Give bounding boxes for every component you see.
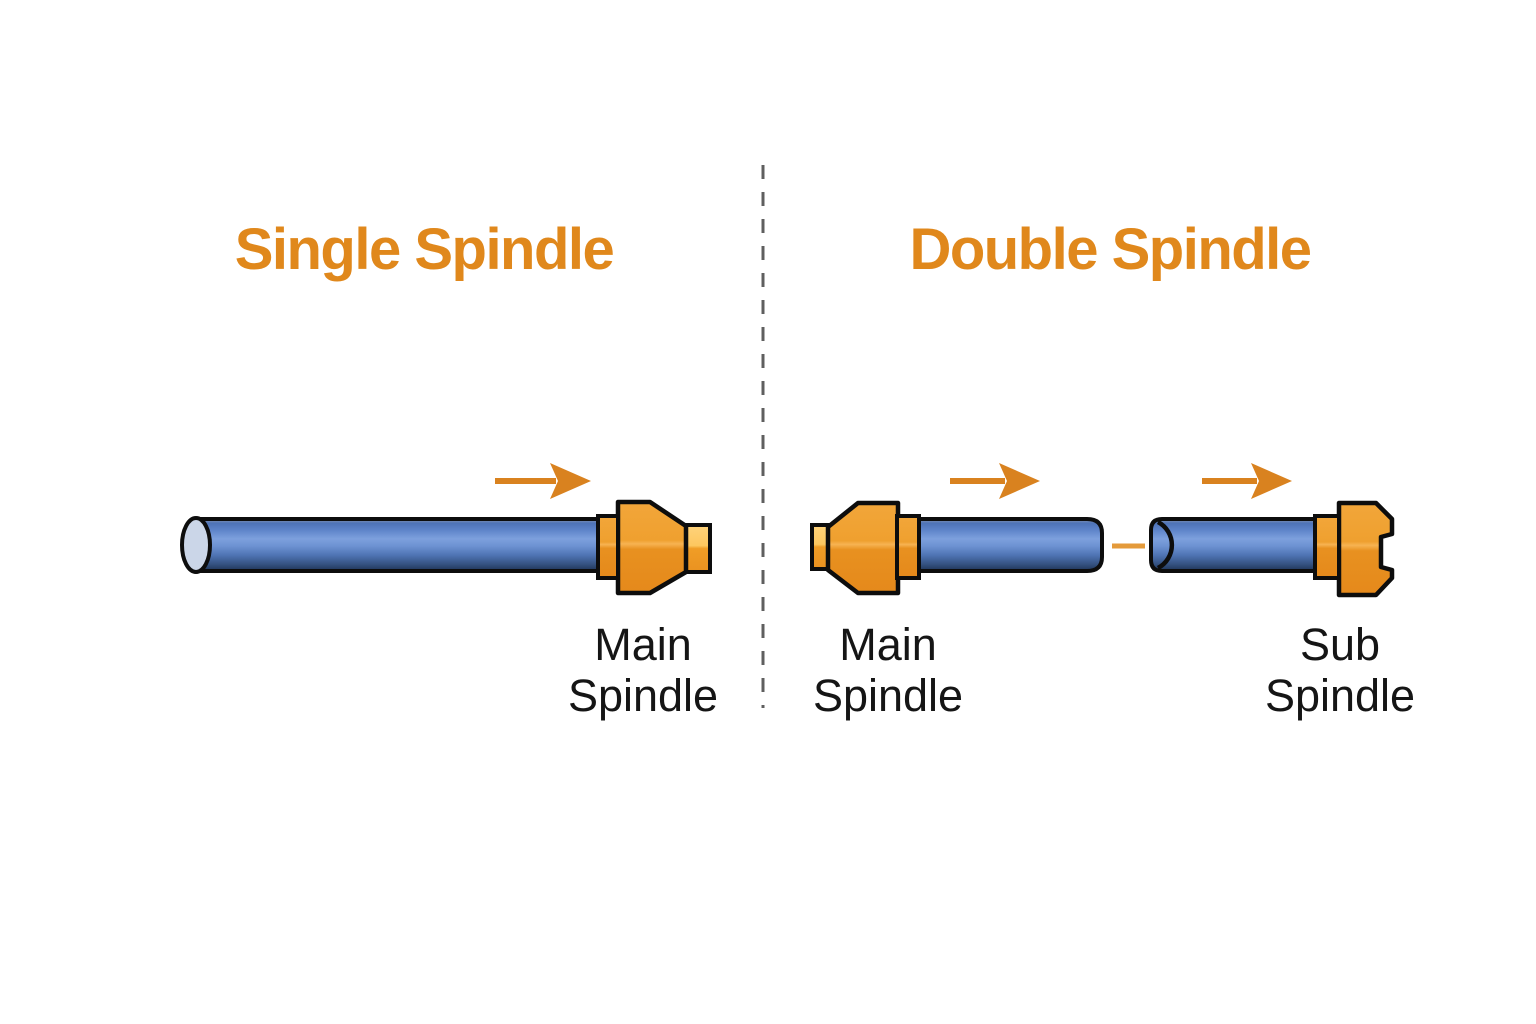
double-spindle-figure xyxy=(810,463,1395,598)
feed-arrow-icon xyxy=(495,463,591,499)
chuck-nose xyxy=(684,523,712,574)
workpiece-bar xyxy=(1149,517,1322,573)
single-main-spindle-label: Main Spindle xyxy=(523,619,763,721)
feed-arrow-icon xyxy=(1202,463,1292,499)
single-spindle-title: Single Spindle xyxy=(234,217,615,282)
label-line: Spindle xyxy=(567,670,719,721)
chuck-nose xyxy=(810,523,830,571)
double-main-spindle-label: Main Spindle xyxy=(768,619,1008,721)
chuck-collar xyxy=(1313,514,1341,580)
bar-end-face xyxy=(180,516,212,574)
feed-arrow-icon xyxy=(950,463,1040,499)
sub-chuck-body xyxy=(1336,500,1395,598)
chuck-collar xyxy=(596,514,620,580)
cutoff-face-arc xyxy=(1156,520,1175,570)
workpiece-bar xyxy=(192,517,612,573)
label-line: Spindle xyxy=(812,670,964,721)
double-spindle-title: Double Spindle xyxy=(909,217,1312,282)
label-line: Main xyxy=(839,619,937,670)
chuck-collar xyxy=(895,514,921,580)
label-line: Sub xyxy=(1299,619,1381,670)
label-line: Spindle xyxy=(1264,670,1416,721)
label-line: Main xyxy=(594,619,692,670)
main-chuck-body xyxy=(825,500,901,596)
main-chuck-body xyxy=(615,499,689,596)
double-sub-spindle-label: Sub Spindle xyxy=(1220,619,1460,721)
single-spindle-figure xyxy=(180,463,712,596)
workpiece-bar xyxy=(914,517,1104,573)
